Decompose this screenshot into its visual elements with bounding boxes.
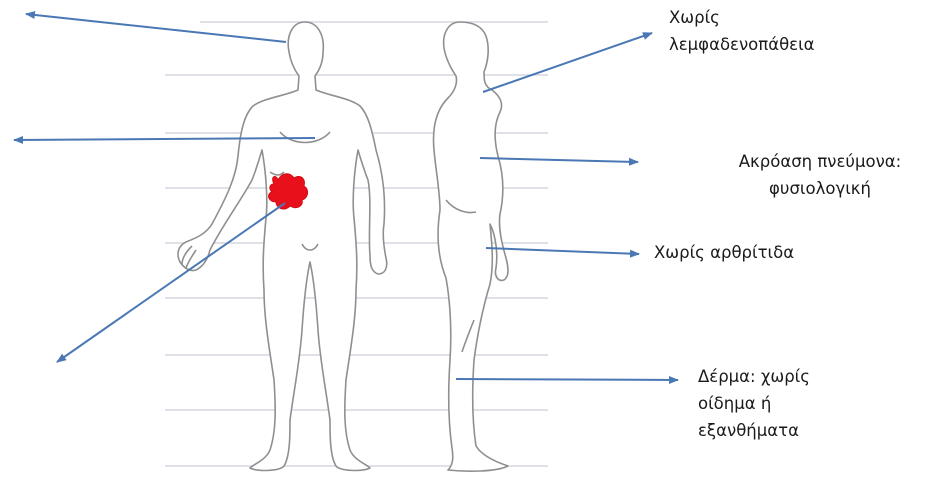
front-body-figure [178, 22, 387, 470]
label-lung-auscultation: Ακρόαση πνεύμονα: φυσιολογική [711, 148, 929, 202]
arrow-chest-right [480, 158, 638, 162]
arrow-head-left [26, 14, 286, 42]
arrow-leg-right [456, 379, 678, 380]
label-arthritis-line1: Χωρίς αρθρίτιδα [654, 239, 794, 266]
arrow-lesion-left [57, 203, 285, 362]
label-lung-line1: Ακρόαση πνεύμονα: [711, 148, 929, 175]
label-lung-line2: φυσιολογική [711, 175, 929, 202]
side-figure-outline [434, 22, 508, 471]
label-lymph-nodes: Χωρίς λεμφαδενοπάθεια [669, 4, 815, 58]
label-skin-line3: εξανθήματα [698, 417, 810, 444]
arrow-neck-right [483, 33, 652, 92]
label-skin: Δέρμα: χωρίς οίδημα ή εξανθήματα [698, 363, 810, 444]
label-skin-line2: οίδημα ή [698, 390, 810, 417]
front-figure-outline [178, 22, 387, 470]
label-lymph-line1: Χωρίς [669, 4, 815, 31]
label-no-arthritis: Χωρίς αρθρίτιδα [654, 239, 794, 266]
label-lymph-line2: λεμφαδενοπάθεια [669, 31, 815, 58]
side-body-figure [434, 22, 508, 471]
label-skin-line1: Δέρμα: χωρίς [698, 363, 810, 390]
arrow-hip-right [486, 248, 639, 254]
